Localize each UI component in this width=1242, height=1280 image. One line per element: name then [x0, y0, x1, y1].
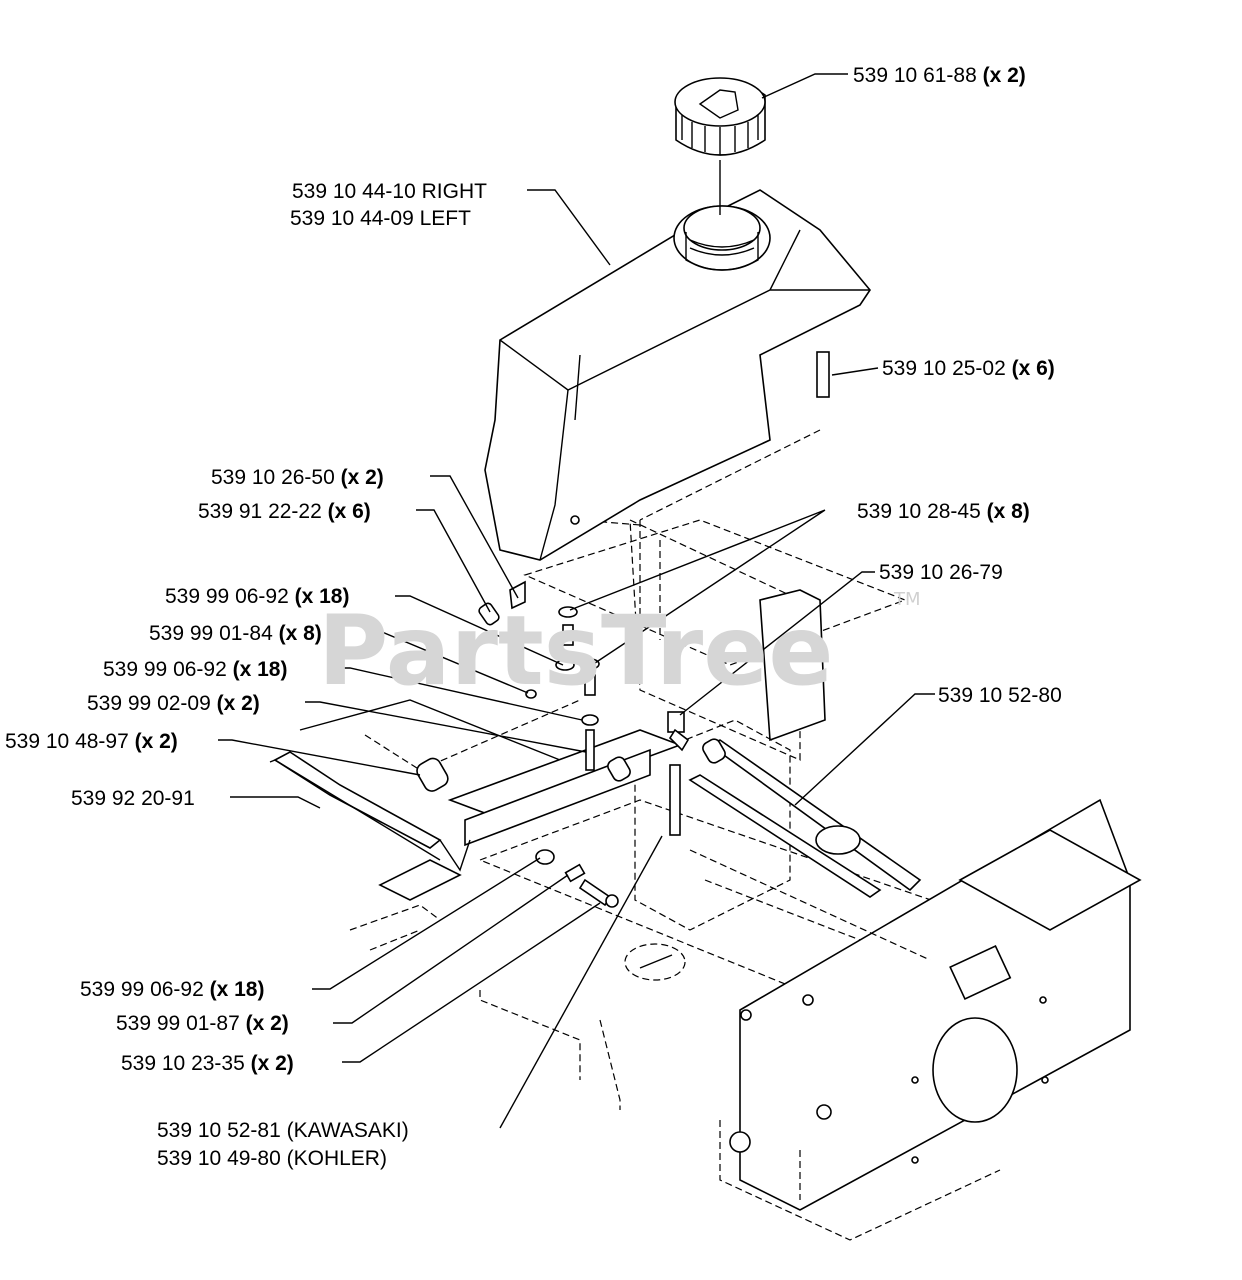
- callout-tank-left[interactable]: 539 10 44-09 LEFT: [290, 207, 471, 230]
- callout-washer-a[interactable]: 539 99 06-92 (x 18): [165, 585, 349, 608]
- callout-labels: 539 10 61-88 (x 2) 539 10 44-10 RIGHT 53…: [5, 64, 1062, 1170]
- callout-stud[interactable]: 539 10 25-02 (x 6): [882, 357, 1055, 380]
- callout-hose-kawasaki[interactable]: 539 10 52-81 (KAWASAKI): [157, 1119, 409, 1142]
- callout-bracket[interactable]: 539 92 20-91: [71, 787, 195, 810]
- callout-bushing[interactable]: 539 10 48-97 (x 2): [5, 730, 178, 753]
- callout-nut-a[interactable]: 539 99 01-84 (x 8): [149, 622, 322, 645]
- callout-clamp[interactable]: 539 91 22-22 (x 6): [198, 500, 371, 523]
- callout-valve[interactable]: 539 10 26-79: [879, 561, 1003, 584]
- callout-washer-c[interactable]: 539 99 06-92 (x 18): [80, 978, 264, 1001]
- callout-tank-right[interactable]: 539 10 44-10 RIGHT: [292, 180, 487, 203]
- callout-nut-b[interactable]: 539 99 01-87 (x 2): [116, 1012, 289, 1035]
- callout-washer-b[interactable]: 539 99 06-92 (x 18): [103, 658, 287, 681]
- callout-bolt-b[interactable]: 539 10 23-35 (x 2): [121, 1052, 294, 1075]
- frame-drawing: [269, 351, 1142, 1241]
- fuel-tank-drawing: [484, 189, 871, 561]
- callout-fuel-line[interactable]: 539 10 52-80: [938, 684, 1062, 707]
- watermark-text: PartsTree: [318, 595, 833, 707]
- callout-fitting[interactable]: 539 10 26-50 (x 2): [211, 466, 384, 489]
- callout-bolt-a[interactable]: 539 99 02-09 (x 2): [87, 692, 260, 715]
- watermark: PartsTree TM: [318, 589, 921, 707]
- callout-cap[interactable]: 539 10 61-88 (x 2): [853, 64, 1026, 87]
- fuel-cap-drawing: [674, 77, 766, 215]
- leader-lines: [218, 73, 935, 1129]
- callout-grommet[interactable]: 539 10 28-45 (x 8): [857, 500, 1030, 523]
- callout-hose-kohler[interactable]: 539 10 49-80 (KOHLER): [157, 1147, 387, 1170]
- watermark-trademark: TM: [893, 589, 921, 610]
